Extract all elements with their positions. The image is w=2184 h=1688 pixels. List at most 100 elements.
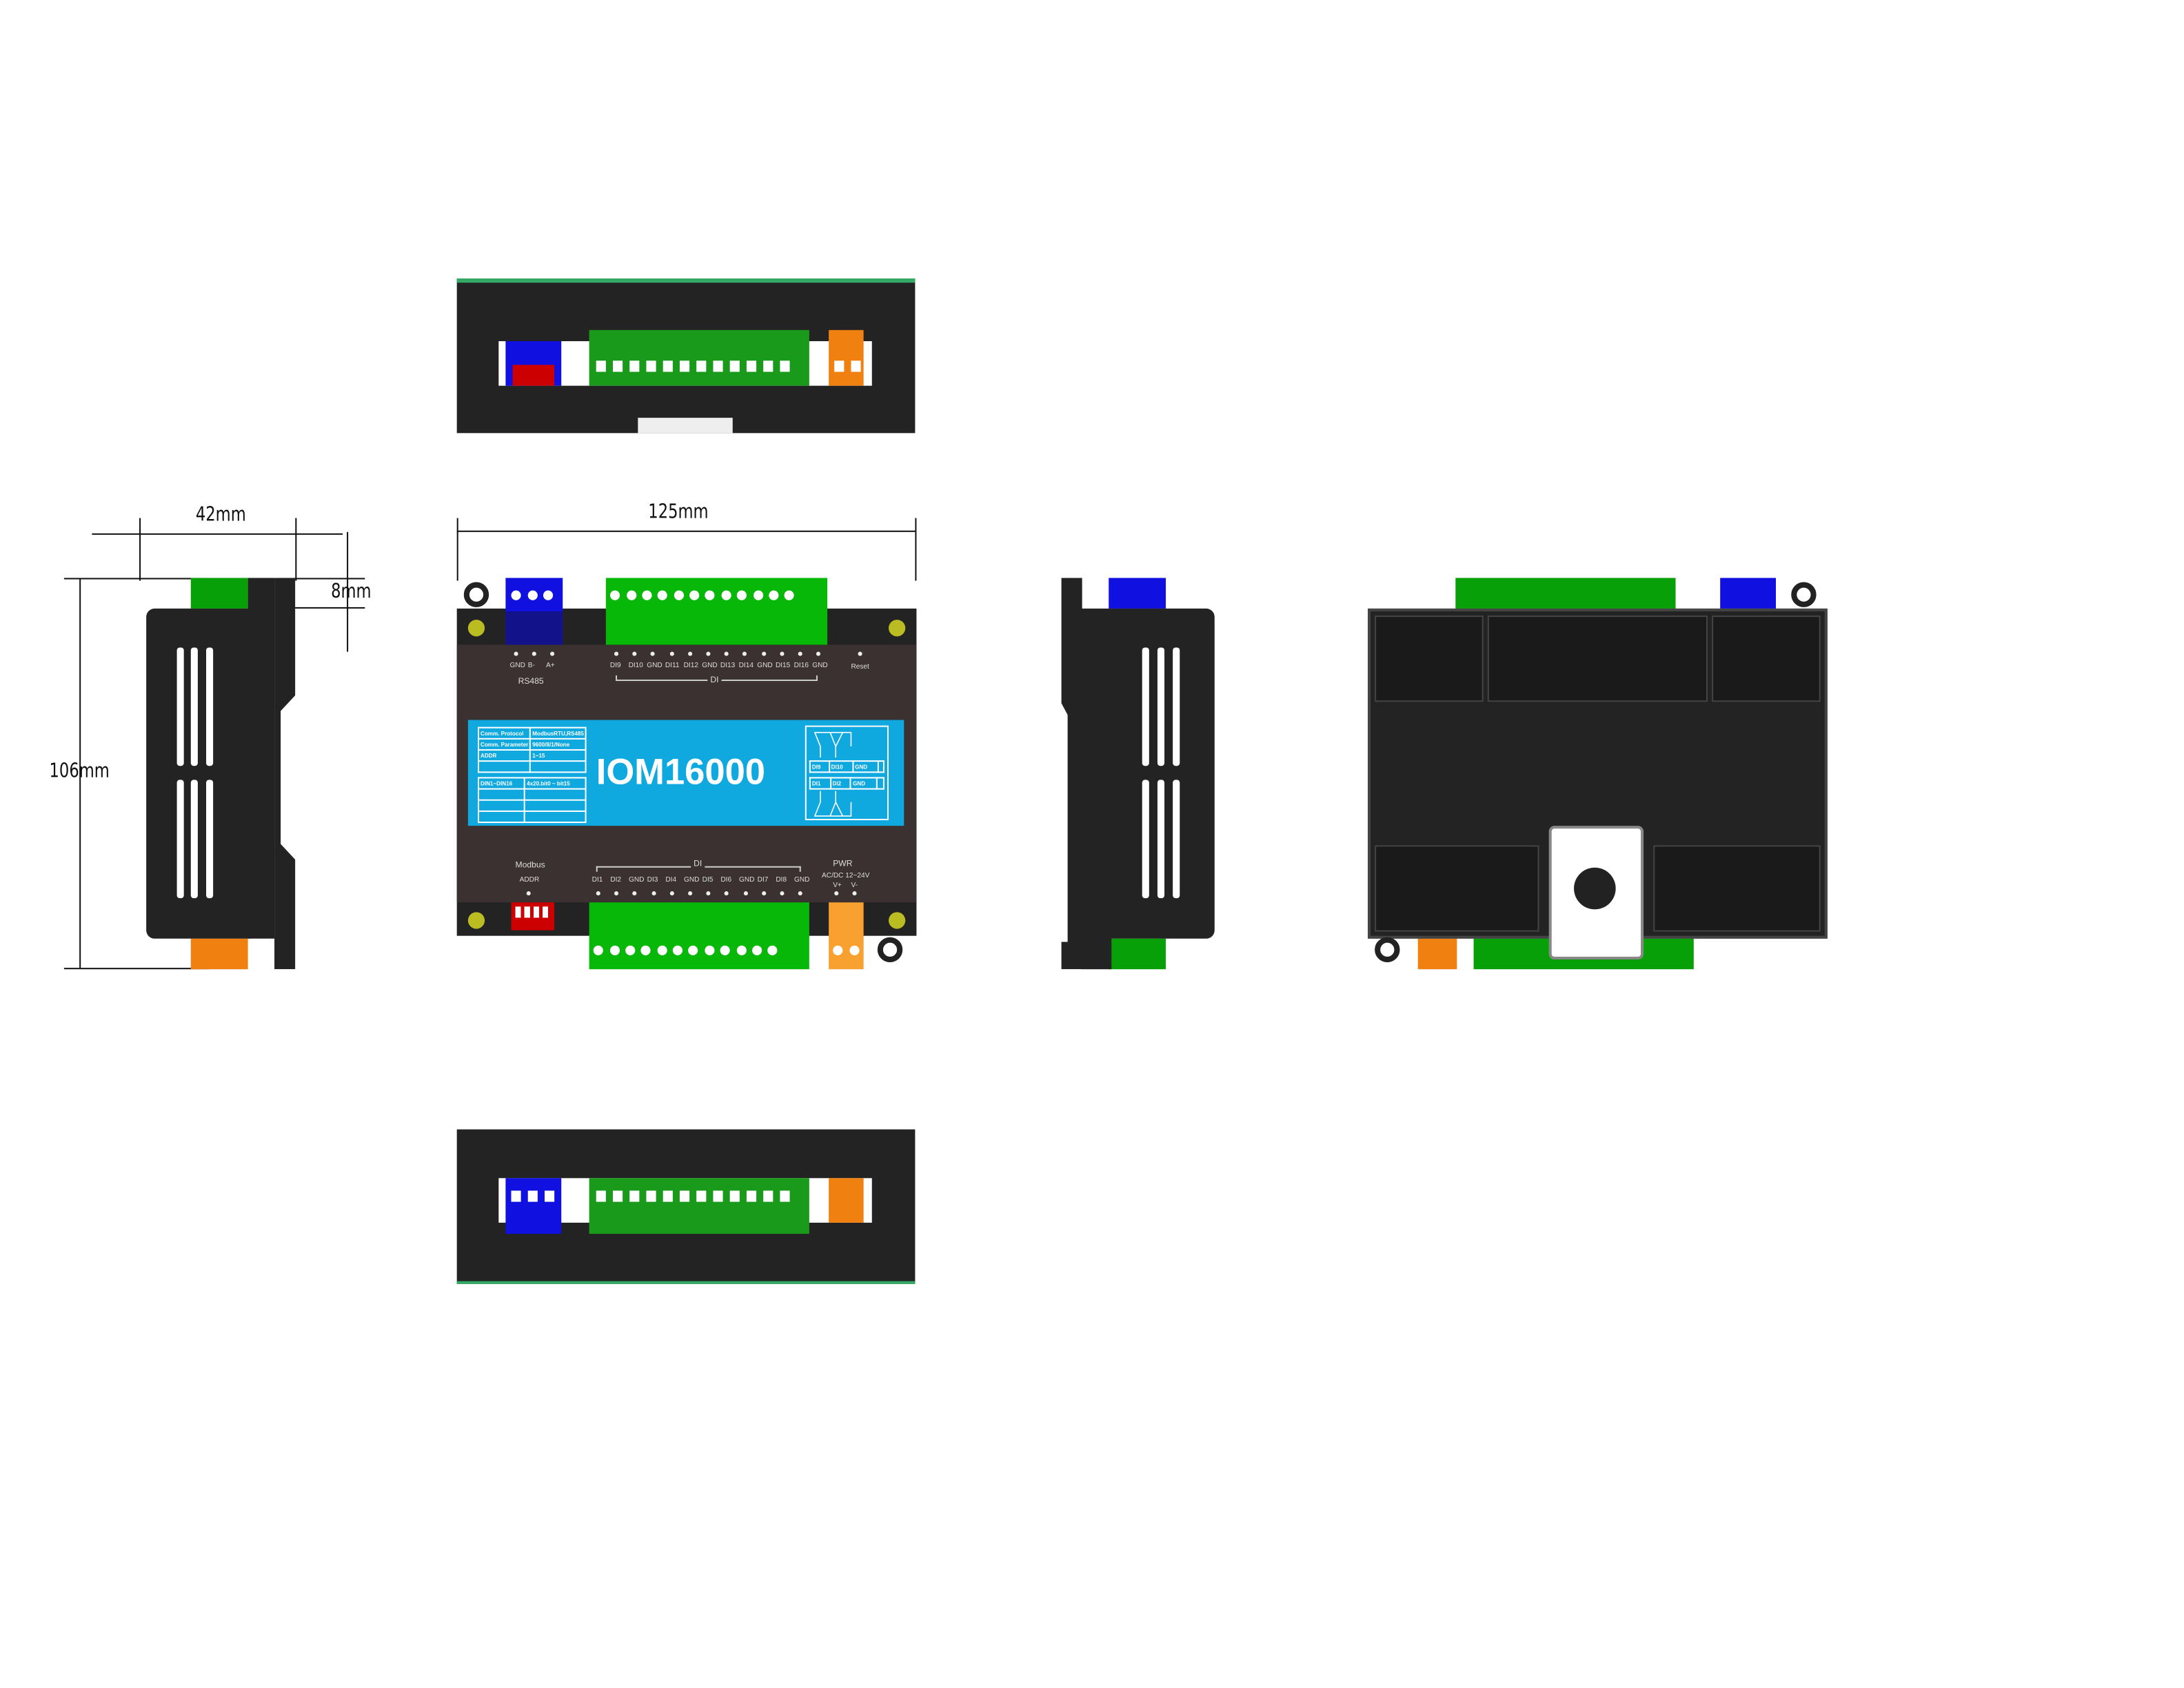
di-pin-label: DI9 <box>609 661 621 670</box>
di-pin-label: GND <box>794 875 810 884</box>
pin-dot <box>725 891 729 896</box>
pin-dot <box>743 891 748 896</box>
pin-dot <box>614 891 619 896</box>
spec-cell: ADDR <box>477 749 532 762</box>
pin-dot <box>852 891 857 896</box>
spec-cell: 9600/8/1/None <box>529 738 587 751</box>
wiring-cell: DI9 <box>809 760 830 773</box>
reset-label: Reset <box>851 662 869 671</box>
di-pin-label: GND <box>757 661 773 670</box>
pwr-pin-label: V- <box>851 881 858 891</box>
pin-dot <box>596 891 600 896</box>
di-pin-label: DI6 <box>720 875 732 884</box>
di-pin-label: DI15 <box>775 661 791 670</box>
pin-dot <box>742 651 747 656</box>
spec-cell: Comm. Parameter <box>477 738 532 751</box>
di-pin-label: GND <box>812 661 828 670</box>
io-cell <box>524 788 587 801</box>
wiring-cell <box>876 760 884 773</box>
di-pin-label: DI10 <box>628 661 643 670</box>
di-pin-label: DI8 <box>776 875 787 884</box>
io-cell: 4x20.bit0 ~ bit15 <box>524 777 587 790</box>
pin-dot <box>632 651 637 656</box>
left-side-view <box>139 578 296 970</box>
pin-dot <box>706 891 711 896</box>
din-rail-clip[interactable] <box>1548 826 1644 960</box>
di-pin-label: GND <box>647 661 663 670</box>
io-cell <box>477 799 526 812</box>
pwr-group-label: PWR <box>833 860 853 869</box>
di-pin-label: DI3 <box>647 875 658 884</box>
pin-dot <box>724 651 729 656</box>
io-cell <box>477 788 526 801</box>
spec-cell <box>529 760 587 773</box>
addr-label: ADDR <box>519 875 540 884</box>
addr-dip-switch[interactable] <box>511 902 555 931</box>
pin-dot <box>614 651 619 656</box>
pwr-spec-label: AC/DC 12~24V <box>822 871 870 880</box>
switch-symbol-icon <box>813 731 852 817</box>
pin-dot <box>816 651 821 656</box>
pin-dot <box>761 891 766 896</box>
rs485-terminal <box>505 578 563 645</box>
rs485-pin-label: GND <box>509 661 525 670</box>
di-pin-label: GND <box>684 875 700 884</box>
spec-cell <box>477 760 532 773</box>
pin-dot <box>526 891 531 896</box>
pin-dot <box>688 891 693 896</box>
di-pin-label: GND <box>702 661 718 670</box>
pin-dot <box>669 651 674 656</box>
pin-dot <box>687 651 692 656</box>
pin-dot <box>633 891 638 896</box>
pin-dot <box>834 891 839 896</box>
di-pin-label: DI11 <box>665 661 680 670</box>
di-group-label: DI <box>707 676 722 686</box>
power-terminal <box>829 902 864 970</box>
bottom-view <box>456 1129 916 1284</box>
pin-dot <box>651 891 656 896</box>
di-pin-label: GND <box>739 875 755 884</box>
width-dimension: 125mm <box>648 501 709 524</box>
wiring-cell <box>876 777 884 790</box>
di-pin-label: DI12 <box>683 661 698 670</box>
pin-dot <box>669 891 674 896</box>
di-pin-label: DI5 <box>702 875 714 884</box>
di-pin-label: DI2 <box>610 875 622 884</box>
io-cell <box>477 810 526 824</box>
top-view <box>456 278 916 434</box>
depth-dimension: 42mm <box>195 504 246 527</box>
pin-dot <box>514 651 518 656</box>
wiring-cell: GND <box>852 760 878 773</box>
io-cell <box>524 810 587 824</box>
di-lower-terminal <box>589 902 809 970</box>
pin-dot <box>780 891 785 896</box>
right-side-view <box>1061 578 1215 970</box>
rs485-pin-label: B- <box>527 661 535 670</box>
pin-dot <box>706 651 711 656</box>
wiring-cell: GND <box>850 777 878 790</box>
clip-dimension: 8mm <box>331 580 372 603</box>
spec-cell: 1~15 <box>529 749 587 762</box>
spec-cell: Comm. Protocol <box>477 726 532 740</box>
modbus-group-label: Modbus <box>515 862 545 871</box>
height-dimension: 106mm <box>49 760 110 783</box>
spec-cell: ModbusRTU,RS485 <box>529 726 587 740</box>
pin-dot <box>532 651 536 656</box>
pwr-pin-label: V+ <box>833 881 842 891</box>
pin-dot <box>761 651 766 656</box>
rs485-group-label: RS485 <box>518 678 544 687</box>
reset-button[interactable] <box>858 651 862 656</box>
di-pin-label: DI1 <box>592 875 603 884</box>
di-pin-label: DI16 <box>793 661 809 670</box>
di-pin-label: DI14 <box>738 661 754 670</box>
pin-dot <box>550 651 555 656</box>
di-pin-label: DI13 <box>720 661 736 670</box>
pin-dot <box>798 651 802 656</box>
wiring-cell: DI10 <box>828 760 854 773</box>
